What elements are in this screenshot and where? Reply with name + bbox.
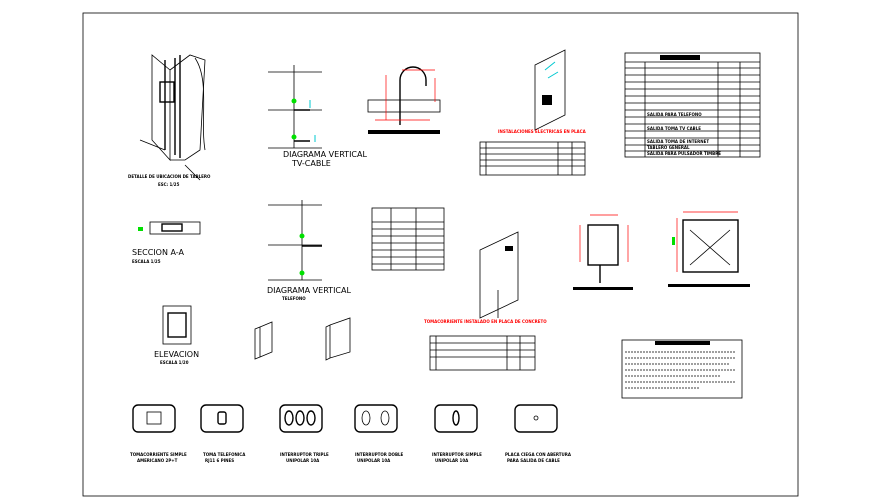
tv-cable-subtitle: TV-CABLE bbox=[291, 159, 331, 168]
device-label: PARA SALIDA DE CABLE bbox=[507, 458, 560, 463]
device-tomacorriente bbox=[132, 404, 176, 433]
device-label: INTERRUPTOR DOBLE bbox=[355, 452, 404, 457]
device-label: RJ11 6 PINES bbox=[205, 458, 234, 463]
device-label: INTERRUPTOR TRIPLE bbox=[280, 452, 329, 457]
notes-box bbox=[621, 339, 743, 399]
device-interruptor-doble bbox=[354, 404, 398, 433]
placa-detail-middle: TOMACORRIENTE INSTALADO EN PLACA DE CONC… bbox=[424, 231, 547, 371]
telefono-title: DIAGRAMA VERTICAL bbox=[267, 286, 351, 295]
tv-cable-diagram: DIAGRAMA VERTICAL TV-CABLE bbox=[268, 65, 367, 168]
phone-illustration bbox=[325, 317, 351, 361]
seccion-aa: SECCION A-A ESCALA 1/25 bbox=[132, 221, 201, 264]
tablero-title: DETALLE DE UBICACION DE TABLERO bbox=[128, 174, 211, 179]
legend-row: SALIDA TOMA DE INTERNET bbox=[647, 139, 709, 144]
device-label: AMERICANO 2P+T bbox=[137, 458, 178, 463]
junction-box-illustration bbox=[254, 321, 273, 360]
legend-row: SALIDA TOMA TV CABLE bbox=[647, 126, 701, 131]
seccion-title: SECCION A-A bbox=[132, 248, 184, 257]
legend-table: SALIDA PARA TELEFONO SALIDA TOMA TV CABL… bbox=[624, 52, 761, 158]
tablero-front bbox=[573, 214, 633, 290]
device-label: INTERRUPTOR SIMPLE bbox=[432, 452, 482, 457]
sheet-border bbox=[82, 12, 799, 497]
devices-row: TOMACORRIENTE SIMPLE AMERICANO 2P+T TOMA… bbox=[130, 404, 572, 463]
device-label: UNIPOLAR 10A bbox=[286, 458, 320, 463]
placa-detail-top: INSTALACIONES ELECTRICAS EN PLACA bbox=[479, 49, 587, 176]
diameter-table bbox=[371, 207, 445, 271]
device-label: PLACA CIEGA CON ABERTURA bbox=[505, 452, 572, 457]
seccion-scale: ESCALA 1/25 bbox=[132, 259, 161, 264]
legend-row: SALIDA PARA PULSADOR TIMBRE bbox=[647, 151, 721, 156]
device-label: TOMACORRIENTE SIMPLE bbox=[130, 452, 187, 457]
placa-title: INSTALACIONES ELECTRICAS EN PLACA bbox=[498, 129, 587, 134]
device-interruptor-triple bbox=[279, 404, 323, 433]
device-label: TOMA TELEFONICA bbox=[203, 452, 246, 457]
legend-row: TABLERO GENERAL bbox=[647, 145, 690, 150]
telefono-diagram: DIAGRAMA VERTICAL TELEFONO bbox=[267, 200, 351, 301]
elevacion-scale: ESCALA 1/20 bbox=[160, 360, 189, 365]
tablero-scale: ESC: 1/25 bbox=[158, 182, 180, 187]
tablero-detail: DETALLE DE UBICACION DE TABLERO ESC: 1/2… bbox=[128, 54, 211, 187]
device-interruptor-simple bbox=[434, 404, 478, 433]
device-toma-telefonica bbox=[200, 404, 244, 433]
elevacion: ELEVACION ESCALA 1/20 bbox=[154, 305, 199, 365]
tv-cable-title: DIAGRAMA VERTICAL bbox=[283, 150, 367, 159]
telefono-subtitle: TELEFONO bbox=[282, 296, 306, 301]
tomacorriente-title: TOMACORRIENTE INSTALADO EN PLACA DE CONC… bbox=[424, 319, 547, 324]
device-label: UNIPOLAR 10A bbox=[357, 458, 391, 463]
legend-row: SALIDA PARA TELEFONO bbox=[647, 112, 702, 117]
device-placa-ciega bbox=[514, 404, 558, 433]
tablero-plan bbox=[668, 211, 750, 287]
conduit-section bbox=[367, 66, 441, 134]
elevacion-title: ELEVACION bbox=[154, 350, 199, 359]
device-label: UNIPOLAR 10A bbox=[435, 458, 469, 463]
